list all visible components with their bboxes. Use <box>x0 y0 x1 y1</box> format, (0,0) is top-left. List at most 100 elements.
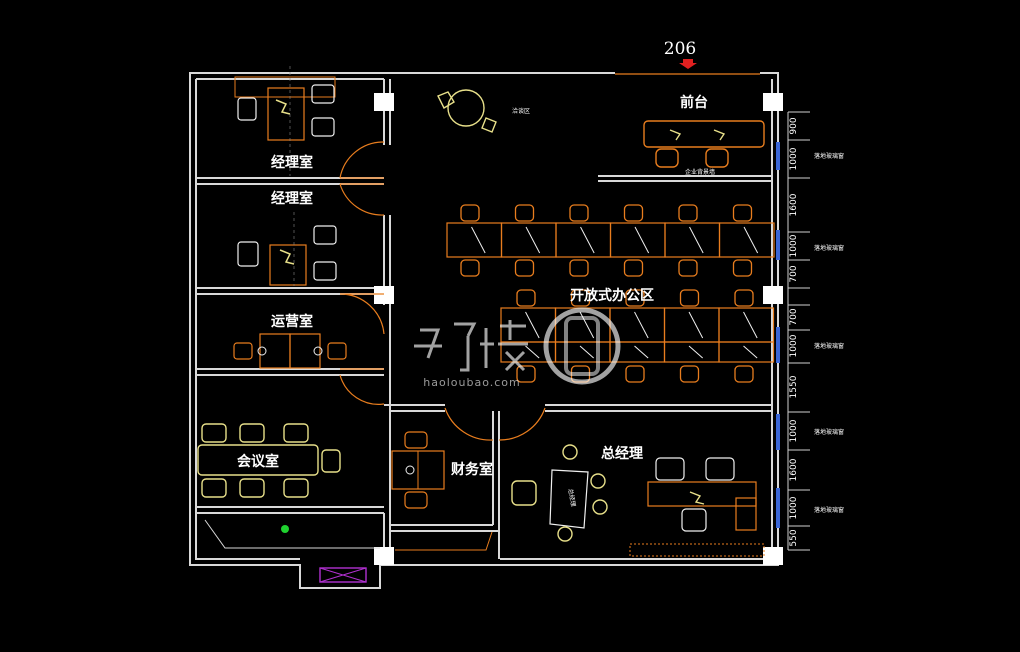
window-label: 落地玻璃窗 <box>814 506 844 514</box>
monitor <box>688 311 704 339</box>
workstation-desk <box>664 222 721 258</box>
outer-walls <box>189 72 779 589</box>
chair <box>514 204 535 222</box>
manager-office-2-furniture <box>237 212 337 286</box>
chair <box>569 259 589 277</box>
dim-label: 1000 <box>789 496 799 519</box>
reception-desk <box>643 120 765 168</box>
dim-label: 1000 <box>789 334 799 357</box>
label-general-manager: 总经理 <box>601 445 643 462</box>
workstation-desk <box>609 222 666 258</box>
label-reception: 前台 <box>680 94 708 111</box>
chair <box>678 259 698 277</box>
label-finance: 财务室 <box>450 461 493 478</box>
vent <box>319 567 367 583</box>
chair <box>625 289 645 307</box>
room-labels: 前台 洽谈区 企业背景墙 经理室 经理室 运营室 开放式办公区 会议室 财务室 … <box>237 94 715 507</box>
monitor <box>525 226 541 254</box>
dim-label: 700 <box>789 265 799 282</box>
monitor <box>688 345 703 359</box>
workstation-desk <box>718 341 775 363</box>
gm-office-furniture <box>511 444 765 557</box>
label-lounge: 洽谈区 <box>512 107 530 115</box>
chair <box>679 365 700 383</box>
monitor <box>743 345 758 359</box>
windows <box>776 142 780 528</box>
label-enterprise-wall: 企业背景墙 <box>685 168 715 176</box>
monitor <box>743 311 758 339</box>
structural-columns <box>374 93 783 565</box>
dim-label: 1000 <box>789 234 799 257</box>
workstation-desk <box>663 341 720 363</box>
operations-furniture <box>233 333 347 369</box>
workstation-desk <box>718 222 775 258</box>
monitor <box>525 345 540 359</box>
chair <box>569 204 589 222</box>
workstation-desk <box>500 222 557 258</box>
monitor <box>580 226 595 254</box>
window-label: 落地玻璃窗 <box>814 428 844 436</box>
window-label: 落地玻璃窗 <box>814 152 844 160</box>
chair <box>623 204 644 222</box>
window-label: 落地玻璃窗 <box>814 342 844 350</box>
chair <box>516 365 536 383</box>
window-labels: 落地玻璃窗 落地玻璃窗 落地玻璃窗 落地玻璃窗 落地玻璃窗 <box>814 152 844 514</box>
chair <box>460 204 480 222</box>
dim-label: 1600 <box>789 193 799 216</box>
workstation-desk <box>663 307 720 343</box>
interior-walls <box>196 79 772 559</box>
watermark: haoloubao.com <box>414 307 621 389</box>
monitor <box>579 311 595 339</box>
label-meeting-room: 会议室 <box>237 453 279 470</box>
dim-label: 1600 <box>789 458 799 481</box>
monitor <box>525 311 540 339</box>
sensor-dot <box>281 525 289 533</box>
workstation-desk <box>555 222 612 258</box>
workstation-desk <box>554 341 611 363</box>
chair <box>734 365 754 383</box>
monitor <box>743 226 759 254</box>
meeting-room-furniture <box>197 423 341 498</box>
monitor <box>634 311 649 339</box>
chair <box>678 204 698 222</box>
dim-label: 900 <box>789 117 799 134</box>
dim-label: 700 <box>789 308 799 325</box>
label-manager-office-2: 经理室 <box>271 190 313 207</box>
label-open-office: 开放式办公区 <box>570 287 654 304</box>
chair <box>625 365 645 383</box>
monitor <box>471 226 486 254</box>
dim-label: 1000 <box>789 419 799 442</box>
chair <box>734 289 754 307</box>
workstation-desk <box>446 222 503 258</box>
window-label: 落地玻璃窗 <box>814 244 844 252</box>
monitor <box>579 345 594 359</box>
chair <box>732 259 753 277</box>
monitor <box>689 226 704 254</box>
manager-office-1-furniture <box>234 66 336 176</box>
utility-corner <box>204 519 493 583</box>
chair <box>516 289 536 307</box>
workstation-desk <box>718 307 775 343</box>
label-gm-plaque: 总经理 <box>566 488 577 507</box>
dim-label: 550 <box>789 529 799 546</box>
dim-label: 1550 <box>789 375 799 398</box>
dimension-labels: 900 1000 1600 1000 700 700 1000 1550 100… <box>789 117 799 546</box>
monitor <box>634 345 649 359</box>
dim-label: 1000 <box>789 147 799 170</box>
reception-lounge-furniture <box>437 89 497 133</box>
finance-furniture <box>391 431 445 509</box>
chair <box>460 259 480 277</box>
doors <box>339 73 760 441</box>
chair <box>514 259 535 277</box>
dimension-ladder <box>787 111 810 551</box>
chair <box>732 204 753 222</box>
chair <box>623 259 644 277</box>
label-operations: 运营室 <box>271 313 313 330</box>
entry-marker <box>679 59 697 69</box>
label-manager-office-1: 经理室 <box>271 154 313 171</box>
unit-number: 206 <box>664 39 696 59</box>
chair <box>679 289 700 307</box>
chair <box>570 289 591 307</box>
watermark-text: haoloubao.com <box>423 376 520 389</box>
